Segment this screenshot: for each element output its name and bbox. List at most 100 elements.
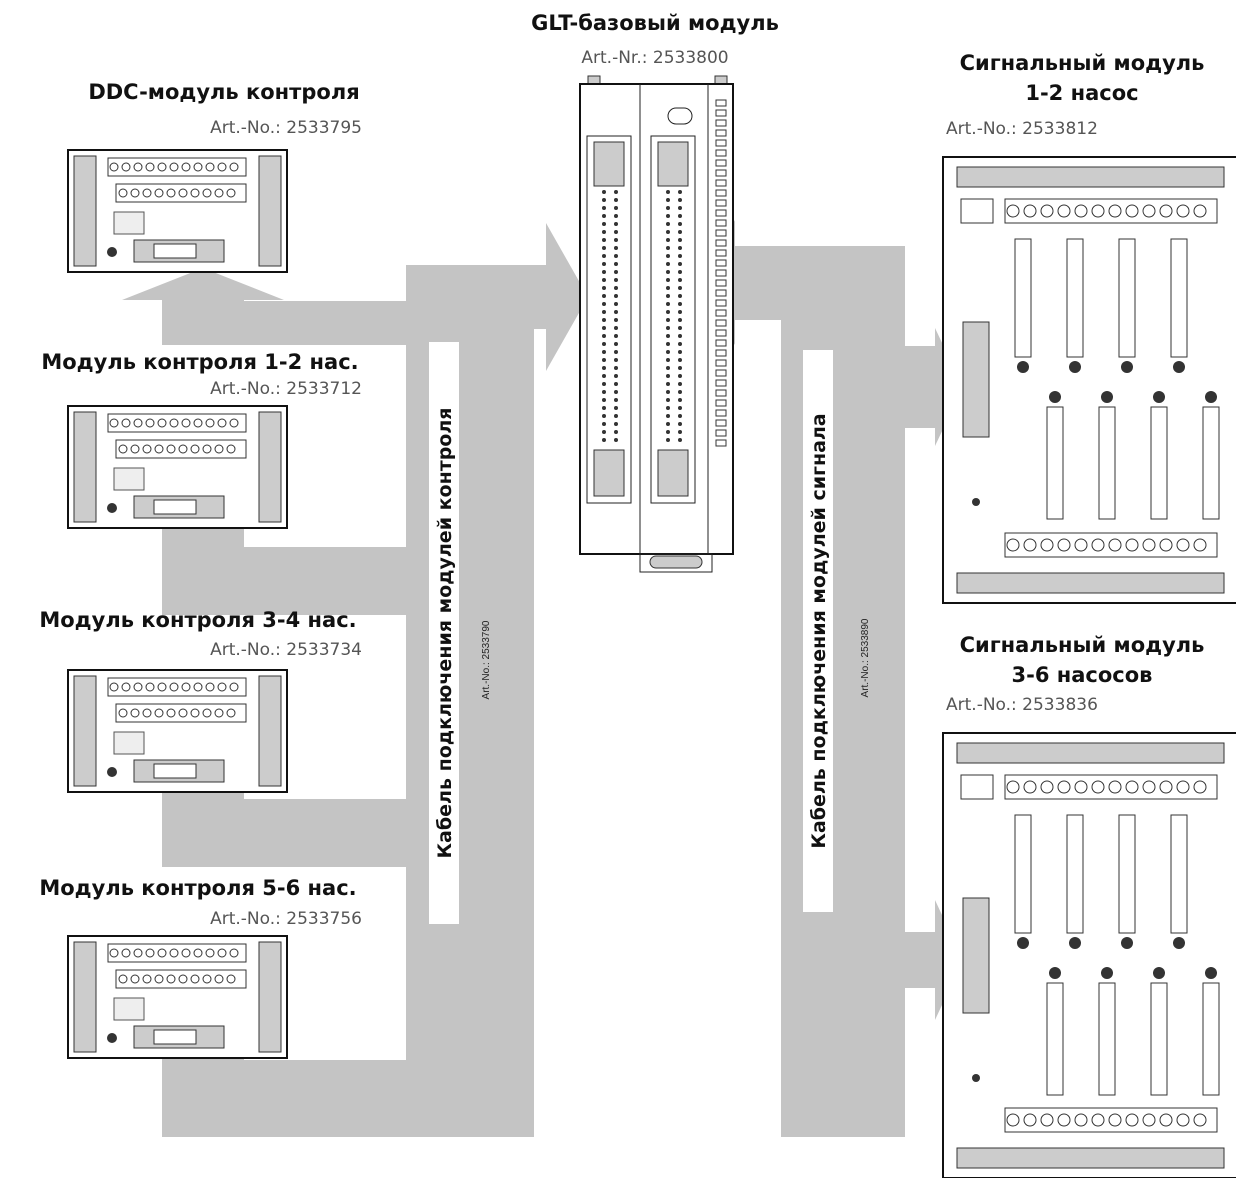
connector-pin [678, 406, 682, 410]
connector-pin [614, 326, 618, 330]
terminal-screw [1074, 1113, 1088, 1127]
terminal-screw [205, 418, 215, 428]
status-led [715, 99, 727, 107]
left-module-title: Модуль контроля 1-2 нас. [41, 350, 358, 374]
connector-pin [678, 254, 682, 258]
terminal-screw [1006, 538, 1020, 552]
terminal-screw [1023, 1113, 1037, 1127]
signal-cable-label-bg [803, 350, 833, 912]
status-led [715, 139, 727, 147]
status-led [715, 389, 727, 397]
connector-pin [614, 366, 618, 370]
terminal-strip [1004, 774, 1218, 800]
connector-pin [602, 222, 606, 226]
connector-pin [666, 382, 670, 386]
terminal-screw [1057, 1113, 1071, 1127]
terminal-screw [166, 708, 176, 718]
terminal-screw [142, 188, 152, 198]
relay-indicator [1205, 967, 1217, 979]
connector-pin [678, 398, 682, 402]
connector-pin [678, 222, 682, 226]
status-led [715, 129, 727, 137]
left-module-art: Art.-No.: 2533734 [210, 640, 362, 660]
terminal-strip [1004, 198, 1218, 224]
connector-pin [602, 254, 606, 258]
connector-pin [678, 382, 682, 386]
terminal-screw [1074, 780, 1088, 794]
terminal-strip [107, 157, 247, 177]
terminal-screw [229, 162, 239, 172]
terminal-strip [960, 198, 994, 224]
relay [1098, 982, 1116, 1096]
terminal-screw [1193, 538, 1207, 552]
terminal-screw [214, 188, 224, 198]
terminal-screw [229, 682, 239, 692]
terminal-screw [1091, 780, 1105, 794]
status-led [107, 503, 117, 513]
connector-pin [678, 294, 682, 298]
terminal-screw [118, 974, 128, 984]
connector-pin [678, 278, 682, 282]
status-led [715, 419, 727, 427]
connector-pin [602, 382, 606, 386]
relay [1170, 238, 1188, 358]
terminal-screw [145, 162, 155, 172]
terminal-screw [133, 682, 143, 692]
connector-pin [614, 198, 618, 202]
left-module-title: Модуль контроля 3-4 нас. [39, 608, 356, 632]
control-cable-label: Кабель подключения модулей контроля [434, 408, 456, 859]
terminal-strip [115, 969, 247, 989]
connector-pin [678, 366, 682, 370]
relay [1150, 406, 1168, 520]
terminal-screw [1176, 1113, 1190, 1127]
connector-pin [614, 422, 618, 426]
terminal-screw [154, 188, 164, 198]
terminal-strip [107, 943, 247, 963]
connector-pin [602, 390, 606, 394]
terminal-screw [121, 948, 131, 958]
relay-indicator [1121, 361, 1133, 373]
connector-pin [678, 438, 682, 442]
terminal-screw [178, 188, 188, 198]
terminal-strip [115, 703, 247, 723]
right-module-subtitle: 1-2 насос [1025, 81, 1138, 105]
relay-indicator [1017, 937, 1029, 949]
terminal-screw [214, 708, 224, 718]
ribbon-socket [153, 499, 197, 515]
control-cable-art: Art.-No.: 2533790 [481, 620, 492, 699]
terminal-screw [109, 418, 119, 428]
terminal-screw [214, 444, 224, 454]
terminal-screw [1159, 1113, 1173, 1127]
connector-pin [602, 366, 606, 370]
relay [1150, 982, 1168, 1096]
side-rail [258, 941, 282, 1053]
terminal-screw [1176, 780, 1190, 794]
terminal-screw [193, 948, 203, 958]
status-led [715, 249, 727, 257]
terminal-screw [202, 188, 212, 198]
relay [1170, 814, 1188, 934]
side-rail [73, 675, 97, 787]
connector-pin [614, 318, 618, 322]
terminal-screw [142, 708, 152, 718]
terminal-screw [190, 974, 200, 984]
terminal-screw [133, 948, 143, 958]
connector-pin [614, 414, 618, 418]
terminal-screw [1057, 780, 1071, 794]
connector-pin [666, 222, 670, 226]
connector-pin [602, 214, 606, 218]
terminal-screw [1074, 204, 1088, 218]
connector-pin [614, 358, 618, 362]
connector-pin [666, 406, 670, 410]
connector-pin [666, 374, 670, 378]
connector-pin [678, 422, 682, 426]
connector-pin [678, 414, 682, 418]
connector-pin [666, 430, 670, 434]
relay [1202, 982, 1220, 1096]
connector-pin [602, 374, 606, 378]
connector-pin [602, 318, 606, 322]
connector-pin [614, 302, 618, 306]
relay-indicator [1101, 391, 1113, 403]
dip-switch [113, 997, 145, 1021]
terminal-screw [226, 974, 236, 984]
